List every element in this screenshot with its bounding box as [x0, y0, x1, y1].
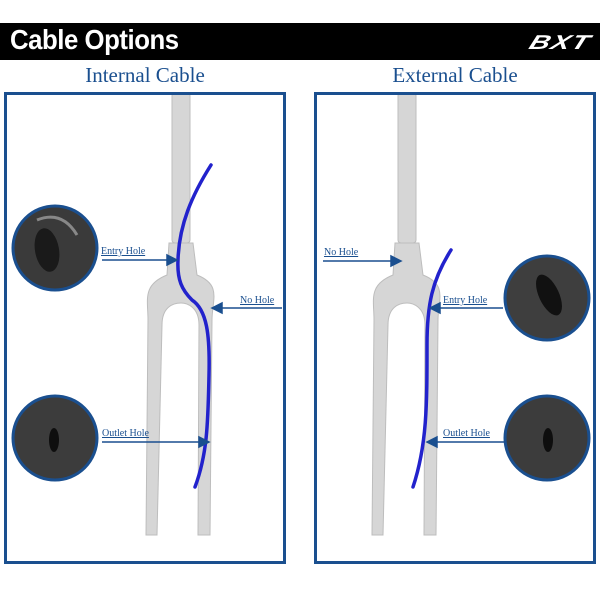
- outlet-hole-zoom-icon: [11, 394, 99, 482]
- outlet-hole-zoom-icon: [503, 394, 591, 482]
- outlet-hole-label: Outlet Hole: [102, 428, 149, 439]
- fork-icon: [145, 95, 215, 536]
- no-hole-label: No Hole: [324, 247, 359, 258]
- internal-cable-panel: Entry Hole No Hole Outlet Hole: [4, 92, 286, 564]
- page-title: Cable Options: [10, 24, 179, 55]
- external-cable-panel: No Hole Entry Hole Outlet Hole: [314, 92, 596, 564]
- internal-cable-title: Internal Cable: [85, 63, 205, 87]
- fork-icon: [371, 95, 441, 536]
- external-fork-diagram: [323, 95, 591, 536]
- cable-icon: [411, 248, 453, 489]
- entry-hole-label: Entry Hole: [443, 295, 488, 306]
- internal-fork-diagram: [11, 95, 282, 536]
- external-cable-title: External Cable: [392, 63, 518, 87]
- no-hole-label: No Hole: [240, 295, 275, 306]
- entry-hole-zoom-icon: [503, 254, 591, 342]
- brand-logo: BXT: [525, 32, 595, 54]
- header-bar: Cable Options BXT: [0, 23, 600, 60]
- cable-icon: [176, 163, 213, 489]
- outlet-hole-label: Outlet Hole: [443, 428, 490, 439]
- entry-hole-label: Entry Hole: [101, 246, 146, 257]
- entry-hole-zoom-icon: [11, 204, 99, 292]
